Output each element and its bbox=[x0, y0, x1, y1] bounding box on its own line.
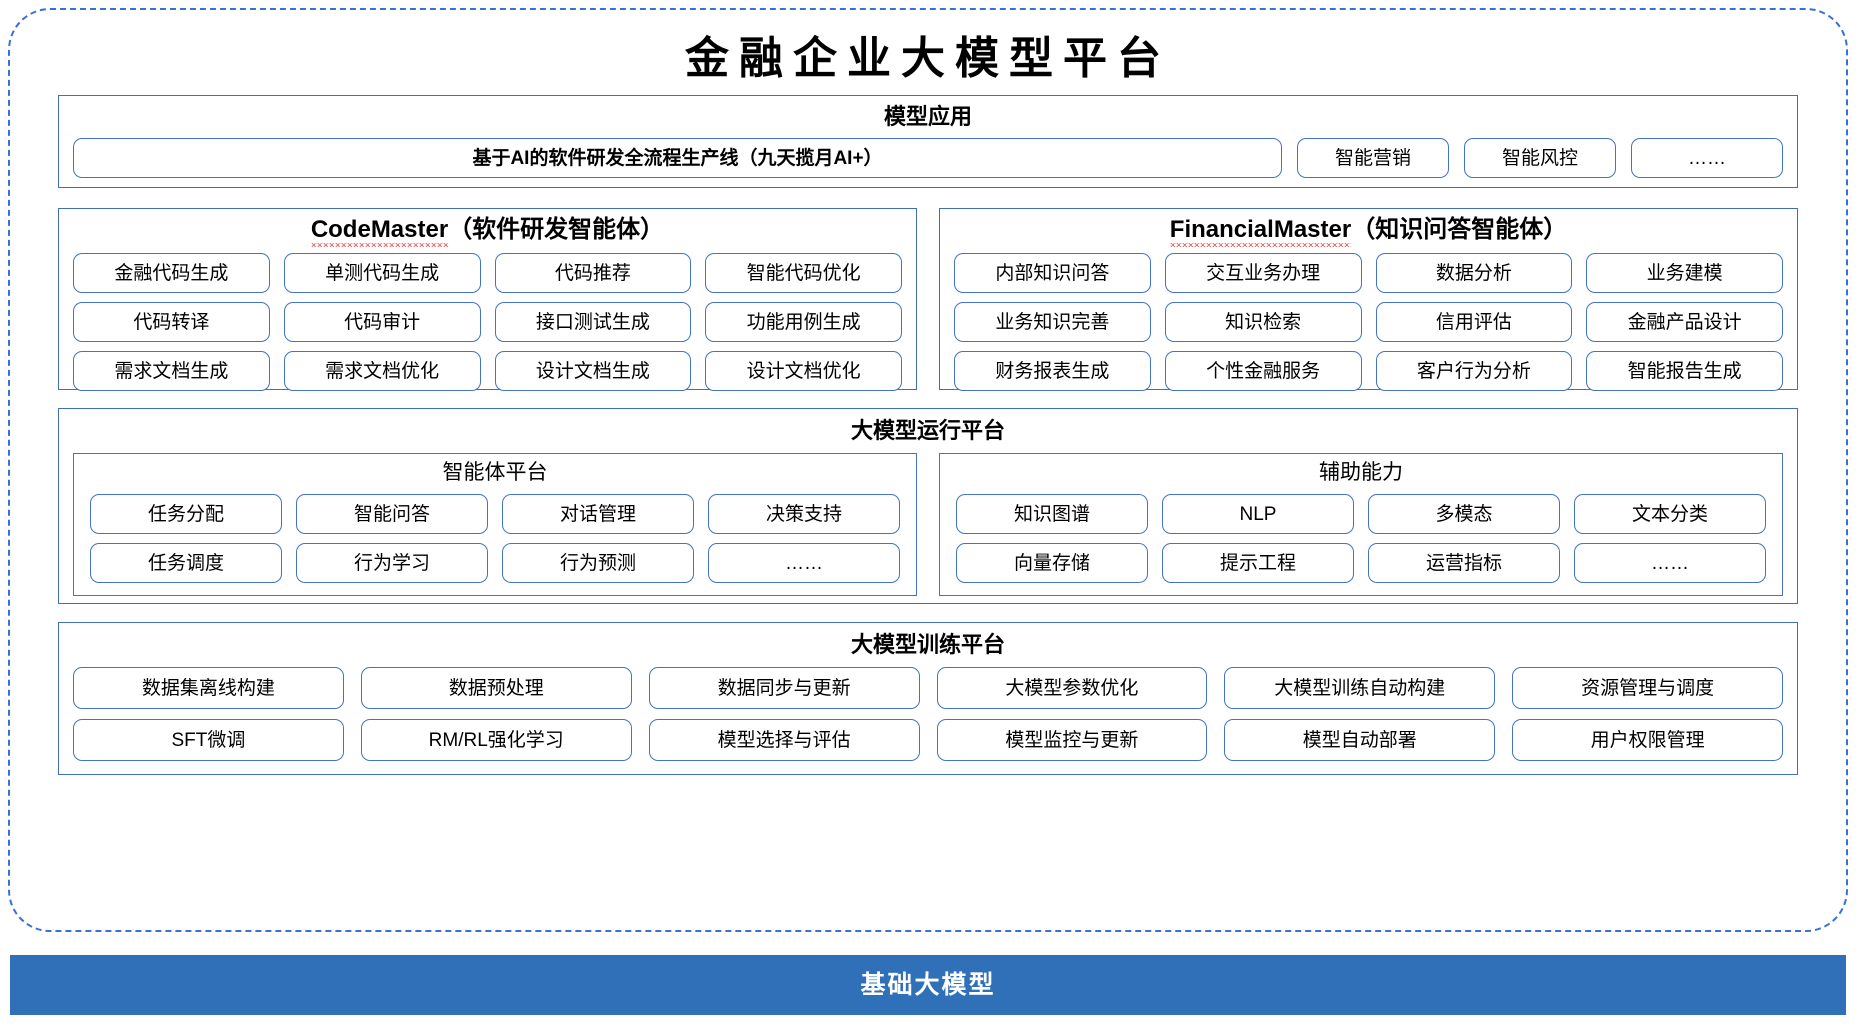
chip-application-more[interactable]: …… bbox=[1631, 138, 1783, 178]
chip-capability[interactable]: 代码推荐 bbox=[494, 253, 692, 293]
chip-training-feature[interactable]: 模型自动部署 bbox=[1224, 719, 1496, 761]
chip-runtime-feature[interactable]: 任务调度 bbox=[90, 543, 282, 583]
chip-auxiliary-feature[interactable]: 多模态 bbox=[1368, 494, 1560, 534]
chip-training-feature[interactable]: 数据预处理 bbox=[360, 667, 632, 709]
subpanel-auxiliary-capability: 辅助能力 知识图谱 NLP 多模态 文本分类 向量存储 提示工程 运营指标 …… bbox=[939, 453, 1783, 596]
training-platform-grid: 数据集离线构建 数据预处理 数据同步与更新 大模型参数优化 大模型训练自动构建 … bbox=[73, 667, 1783, 761]
chip-capability[interactable]: 代码转译 bbox=[73, 302, 270, 342]
chip-capability[interactable]: 财务报表生成 bbox=[954, 351, 1151, 391]
foundation-model-bar: 基础大模型 bbox=[10, 955, 1846, 1015]
chip-capability[interactable]: 数据分析 bbox=[1375, 253, 1573, 293]
chip-runtime-feature[interactable]: 行为预测 bbox=[502, 543, 694, 583]
chip-capability[interactable]: 个性金融服务 bbox=[1164, 351, 1362, 391]
chip-capability[interactable]: 业务知识完善 bbox=[954, 302, 1151, 342]
section-runtime-platform: 大模型运行平台 智能体平台 任务分配 智能问答 对话管理 决策支持 任务调度 行… bbox=[58, 408, 1798, 604]
page-title: 金融企业大模型平台 bbox=[685, 34, 1171, 83]
chip-training-feature[interactable]: 大模型参数优化 bbox=[936, 667, 1208, 709]
section-agents: CodeMaster（软件研发智能体） 金融代码生成 单测代码生成 代码推荐 智… bbox=[58, 208, 1798, 391]
chip-capability[interactable]: 需求文档优化 bbox=[283, 351, 481, 391]
chip-runtime-feature[interactable]: 任务分配 bbox=[90, 494, 282, 534]
platform-outer-frame: 金融企业大模型平台 模型应用 基于AI的软件研发全流程生产线（九天揽月AI+） … bbox=[8, 8, 1848, 932]
chip-auxiliary-feature[interactable]: 向量存储 bbox=[956, 543, 1148, 583]
chip-capability[interactable]: 金融代码生成 bbox=[73, 253, 270, 293]
section-training-platform: 大模型训练平台 数据集离线构建 数据预处理 数据同步与更新 大模型参数优化 大模… bbox=[58, 622, 1798, 775]
subpanel-title-agent-platform: 智能体平台 bbox=[442, 461, 548, 484]
chip-capability[interactable]: 设计文档生成 bbox=[494, 351, 692, 391]
agent-panel-codemaster: CodeMaster（软件研发智能体） 金融代码生成 单测代码生成 代码推荐 智… bbox=[58, 208, 917, 391]
section-title-model-application: 模型应用 bbox=[883, 104, 972, 129]
chip-runtime-feature[interactable]: 行为学习 bbox=[296, 543, 488, 583]
agent-title-financialmaster: FinancialMaster（知识问答智能体） bbox=[954, 216, 1783, 247]
chip-capability[interactable]: 内部知识问答 bbox=[954, 253, 1151, 293]
chip-capability[interactable]: 金融产品设计 bbox=[1586, 302, 1783, 342]
chip-capability[interactable]: 信用评估 bbox=[1375, 302, 1573, 342]
chip-capability[interactable]: 智能报告生成 bbox=[1586, 351, 1783, 391]
auxiliary-capability-grid: 知识图谱 NLP 多模态 文本分类 向量存储 提示工程 运营指标 …… bbox=[956, 494, 1766, 583]
chip-capability[interactable]: 设计文档优化 bbox=[705, 351, 902, 391]
chip-capability[interactable]: 知识检索 bbox=[1164, 302, 1362, 342]
chip-auxiliary-feature[interactable]: 运营指标 bbox=[1368, 543, 1560, 583]
model-application-row: 基于AI的软件研发全流程生产线（九天揽月AI+） 智能营销 智能风控 …… bbox=[73, 138, 1783, 178]
agent-subtitle-codemaster: （软件研发智能体） bbox=[448, 216, 665, 243]
agent-subtitle-financialmaster: （知识问答智能体） bbox=[1351, 216, 1568, 243]
chip-auxiliary-feature[interactable]: NLP bbox=[1162, 494, 1354, 534]
subpanel-title-auxiliary-capability: 辅助能力 bbox=[1319, 461, 1403, 484]
chip-smart-marketing[interactable]: 智能营销 bbox=[1297, 138, 1449, 178]
agent-name-codemaster: CodeMaster bbox=[310, 216, 449, 247]
chip-capability[interactable]: 客户行为分析 bbox=[1375, 351, 1573, 391]
chip-training-feature[interactable]: 用户权限管理 bbox=[1512, 719, 1783, 761]
agent-capability-grid-codemaster: 金融代码生成 单测代码生成 代码推荐 智能代码优化 代码转译 代码审计 接口测试… bbox=[73, 253, 902, 391]
chip-training-feature[interactable]: RM/RL强化学习 bbox=[360, 719, 632, 761]
chip-runtime-feature[interactable]: 决策支持 bbox=[708, 494, 900, 534]
foundation-model-label: 基础大模型 bbox=[860, 970, 996, 999]
chip-capability[interactable]: 业务建模 bbox=[1586, 253, 1783, 293]
chip-auxiliary-feature[interactable]: 知识图谱 bbox=[956, 494, 1148, 534]
chip-training-feature[interactable]: 模型监控与更新 bbox=[936, 719, 1208, 761]
chip-auxiliary-feature[interactable]: 提示工程 bbox=[1162, 543, 1354, 583]
chip-smart-risk-control[interactable]: 智能风控 bbox=[1464, 138, 1616, 178]
chip-auxiliary-feature[interactable]: 文本分类 bbox=[1574, 494, 1766, 534]
agent-title-codemaster: CodeMaster（软件研发智能体） bbox=[73, 216, 902, 247]
runtime-columns: 智能体平台 任务分配 智能问答 对话管理 决策支持 任务调度 行为学习 行为预测… bbox=[73, 453, 1783, 596]
chip-runtime-feature[interactable]: 智能问答 bbox=[296, 494, 488, 534]
agent-capability-grid-financialmaster: 内部知识问答 交互业务办理 数据分析 业务建模 业务知识完善 知识检索 信用评估… bbox=[954, 253, 1783, 391]
agent-platform-grid: 任务分配 智能问答 对话管理 决策支持 任务调度 行为学习 行为预测 …… bbox=[90, 494, 900, 583]
chip-capability[interactable]: 接口测试生成 bbox=[494, 302, 692, 342]
chip-capability[interactable]: 代码审计 bbox=[283, 302, 481, 342]
subpanel-agent-platform: 智能体平台 任务分配 智能问答 对话管理 决策支持 任务调度 行为学习 行为预测… bbox=[73, 453, 917, 596]
chip-capability[interactable]: 智能代码优化 bbox=[705, 253, 902, 293]
chip-runtime-feature[interactable]: 对话管理 bbox=[502, 494, 694, 534]
chip-training-feature[interactable]: 大模型训练自动构建 bbox=[1224, 667, 1496, 709]
agent-name-financialmaster: FinancialMaster bbox=[1169, 216, 1352, 247]
section-model-application: 模型应用 基于AI的软件研发全流程生产线（九天揽月AI+） 智能营销 智能风控 … bbox=[58, 95, 1798, 188]
chip-training-feature[interactable]: SFT微调 bbox=[73, 719, 344, 761]
chip-training-feature[interactable]: 模型选择与评估 bbox=[648, 719, 920, 761]
agent-panel-financialmaster: FinancialMaster（知识问答智能体） 内部知识问答 交互业务办理 数… bbox=[939, 208, 1798, 391]
chip-training-feature[interactable]: 数据同步与更新 bbox=[648, 667, 920, 709]
chip-capability[interactable]: 单测代码生成 bbox=[283, 253, 481, 293]
section-title-runtime-platform: 大模型运行平台 bbox=[850, 418, 1005, 443]
chip-runtime-more[interactable]: …… bbox=[708, 543, 900, 583]
chip-auxiliary-more[interactable]: …… bbox=[1574, 543, 1766, 583]
chip-capability[interactable]: 功能用例生成 bbox=[705, 302, 902, 342]
chip-capability[interactable]: 需求文档生成 bbox=[73, 351, 270, 391]
chip-training-feature[interactable]: 资源管理与调度 bbox=[1512, 667, 1783, 709]
chip-ai-software-pipeline[interactable]: 基于AI的软件研发全流程生产线（九天揽月AI+） bbox=[73, 138, 1282, 178]
chip-capability[interactable]: 交互业务办理 bbox=[1164, 253, 1362, 293]
chip-training-feature[interactable]: 数据集离线构建 bbox=[73, 667, 344, 709]
section-title-training-platform: 大模型训练平台 bbox=[850, 632, 1005, 657]
